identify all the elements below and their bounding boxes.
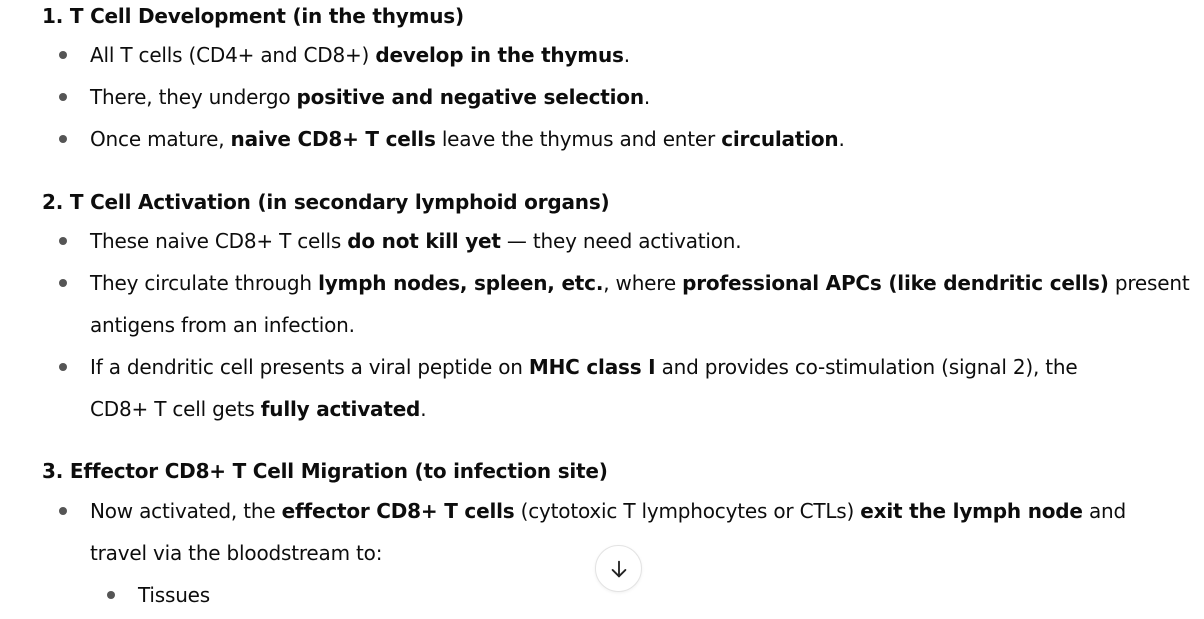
- text-segment: .: [643, 85, 651, 109]
- list-item: There, they undergo positive and negativ…: [59, 76, 1202, 118]
- list-item-text: CD8+ T cell gets fully activated.: [90, 388, 1202, 430]
- list-item-text: If a dendritic cell presents a viral pep…: [90, 346, 1202, 388]
- text-segment: If a dendritic cell presents a viral pep…: [90, 355, 529, 379]
- section-heading-2: 2. T Cell Activation (in secondary lymph…: [42, 190, 610, 214]
- list-item: All T cells (CD4+ and CD8+) develop in t…: [59, 34, 1202, 76]
- text-segment: (cytotoxic T lymphocytes or CTLs): [514, 499, 861, 523]
- bullet-dot: [59, 237, 67, 245]
- text-segment: These naive CD8+ T cells: [90, 229, 348, 253]
- bullet-dot: [107, 591, 115, 599]
- bullet-dot: [59, 279, 67, 287]
- text-segment: .: [623, 43, 630, 67]
- text-segment: — they need activation.: [500, 229, 742, 253]
- bold-text: positive and negative selection: [296, 85, 645, 109]
- bold-text: MHC class I: [528, 355, 656, 379]
- text-segment: antigens from an infection.: [90, 313, 355, 337]
- list-item-text: These naive CD8+ T cells do not kill yet…: [90, 229, 742, 253]
- bullet-dot: [59, 507, 67, 515]
- list-item-text: All T cells (CD4+ and CD8+) develop in t…: [90, 43, 630, 67]
- list-item: Now activated, the effector CD8+ T cells…: [59, 490, 1202, 574]
- text-segment: Tissues: [138, 583, 210, 607]
- bold-text: effector CD8+ T cells: [281, 499, 515, 523]
- bold-text: fully activated: [260, 397, 421, 421]
- list-item-text: Once mature, naive CD8+ T cells leave th…: [90, 127, 845, 151]
- bullet-dot: [59, 135, 67, 143]
- list-item-text: There, they undergo positive and negativ…: [90, 85, 650, 109]
- list-item-text: Now activated, the effector CD8+ T cells…: [90, 490, 1202, 532]
- section-heading-3: 3. Effector CD8+ T Cell Migration (to in…: [42, 459, 608, 483]
- list-item-text: Tissues: [138, 583, 210, 607]
- text-segment: .: [420, 397, 427, 421]
- bold-text: do not kill yet: [347, 229, 501, 253]
- list-item: These naive CD8+ T cells do not kill yet…: [59, 220, 1202, 262]
- list-item-text: They circulate through lymph nodes, sple…: [90, 262, 1202, 304]
- text-segment: All T cells (CD4+ and CD8+): [90, 43, 376, 67]
- text-segment: and: [1082, 499, 1126, 523]
- bullet-dot: [59, 93, 67, 101]
- text-segment: travel via the bloodstream to:: [90, 541, 383, 565]
- list-item: If a dendritic cell presents a viral pep…: [59, 346, 1202, 430]
- text-segment: There, they undergo: [90, 85, 297, 109]
- list-item-text: travel via the bloodstream to:: [90, 532, 1202, 574]
- text-segment: present: [1108, 271, 1190, 295]
- list-item: Once mature, naive CD8+ T cells leave th…: [59, 118, 1202, 160]
- bold-text: professional APCs (like dendritic cells): [682, 271, 1109, 295]
- text-segment: Now activated, the: [90, 499, 282, 523]
- list-item: They circulate through lymph nodes, sple…: [59, 262, 1202, 346]
- scroll-to-bottom-button[interactable]: [595, 545, 642, 592]
- arrow-down-icon: [611, 560, 626, 577]
- bullet-dot: [59, 363, 67, 371]
- text-segment: , where: [603, 271, 683, 295]
- bold-text: naive CD8+ T cells: [230, 127, 436, 151]
- bold-text: circulation: [721, 127, 839, 151]
- text-segment: CD8+ T cell gets: [90, 397, 261, 421]
- list-item-text: antigens from an infection.: [90, 304, 1202, 346]
- text-segment: and provides co-stimulation (signal 2), …: [655, 355, 1078, 379]
- bold-text: develop in the thymus: [375, 43, 624, 67]
- section-heading-1: 1. T Cell Development (in the thymus): [42, 4, 464, 28]
- bullet-dot: [59, 51, 67, 59]
- bold-text: lymph nodes, spleen, etc.: [318, 271, 604, 295]
- sub-list-item: Tissues: [107, 574, 1204, 616]
- text-segment: leave the thymus and enter: [435, 127, 722, 151]
- text-segment: They circulate through: [90, 271, 319, 295]
- bold-text: exit the lymph node: [860, 499, 1083, 523]
- text-segment: Once mature,: [90, 127, 231, 151]
- text-segment: .: [838, 127, 845, 151]
